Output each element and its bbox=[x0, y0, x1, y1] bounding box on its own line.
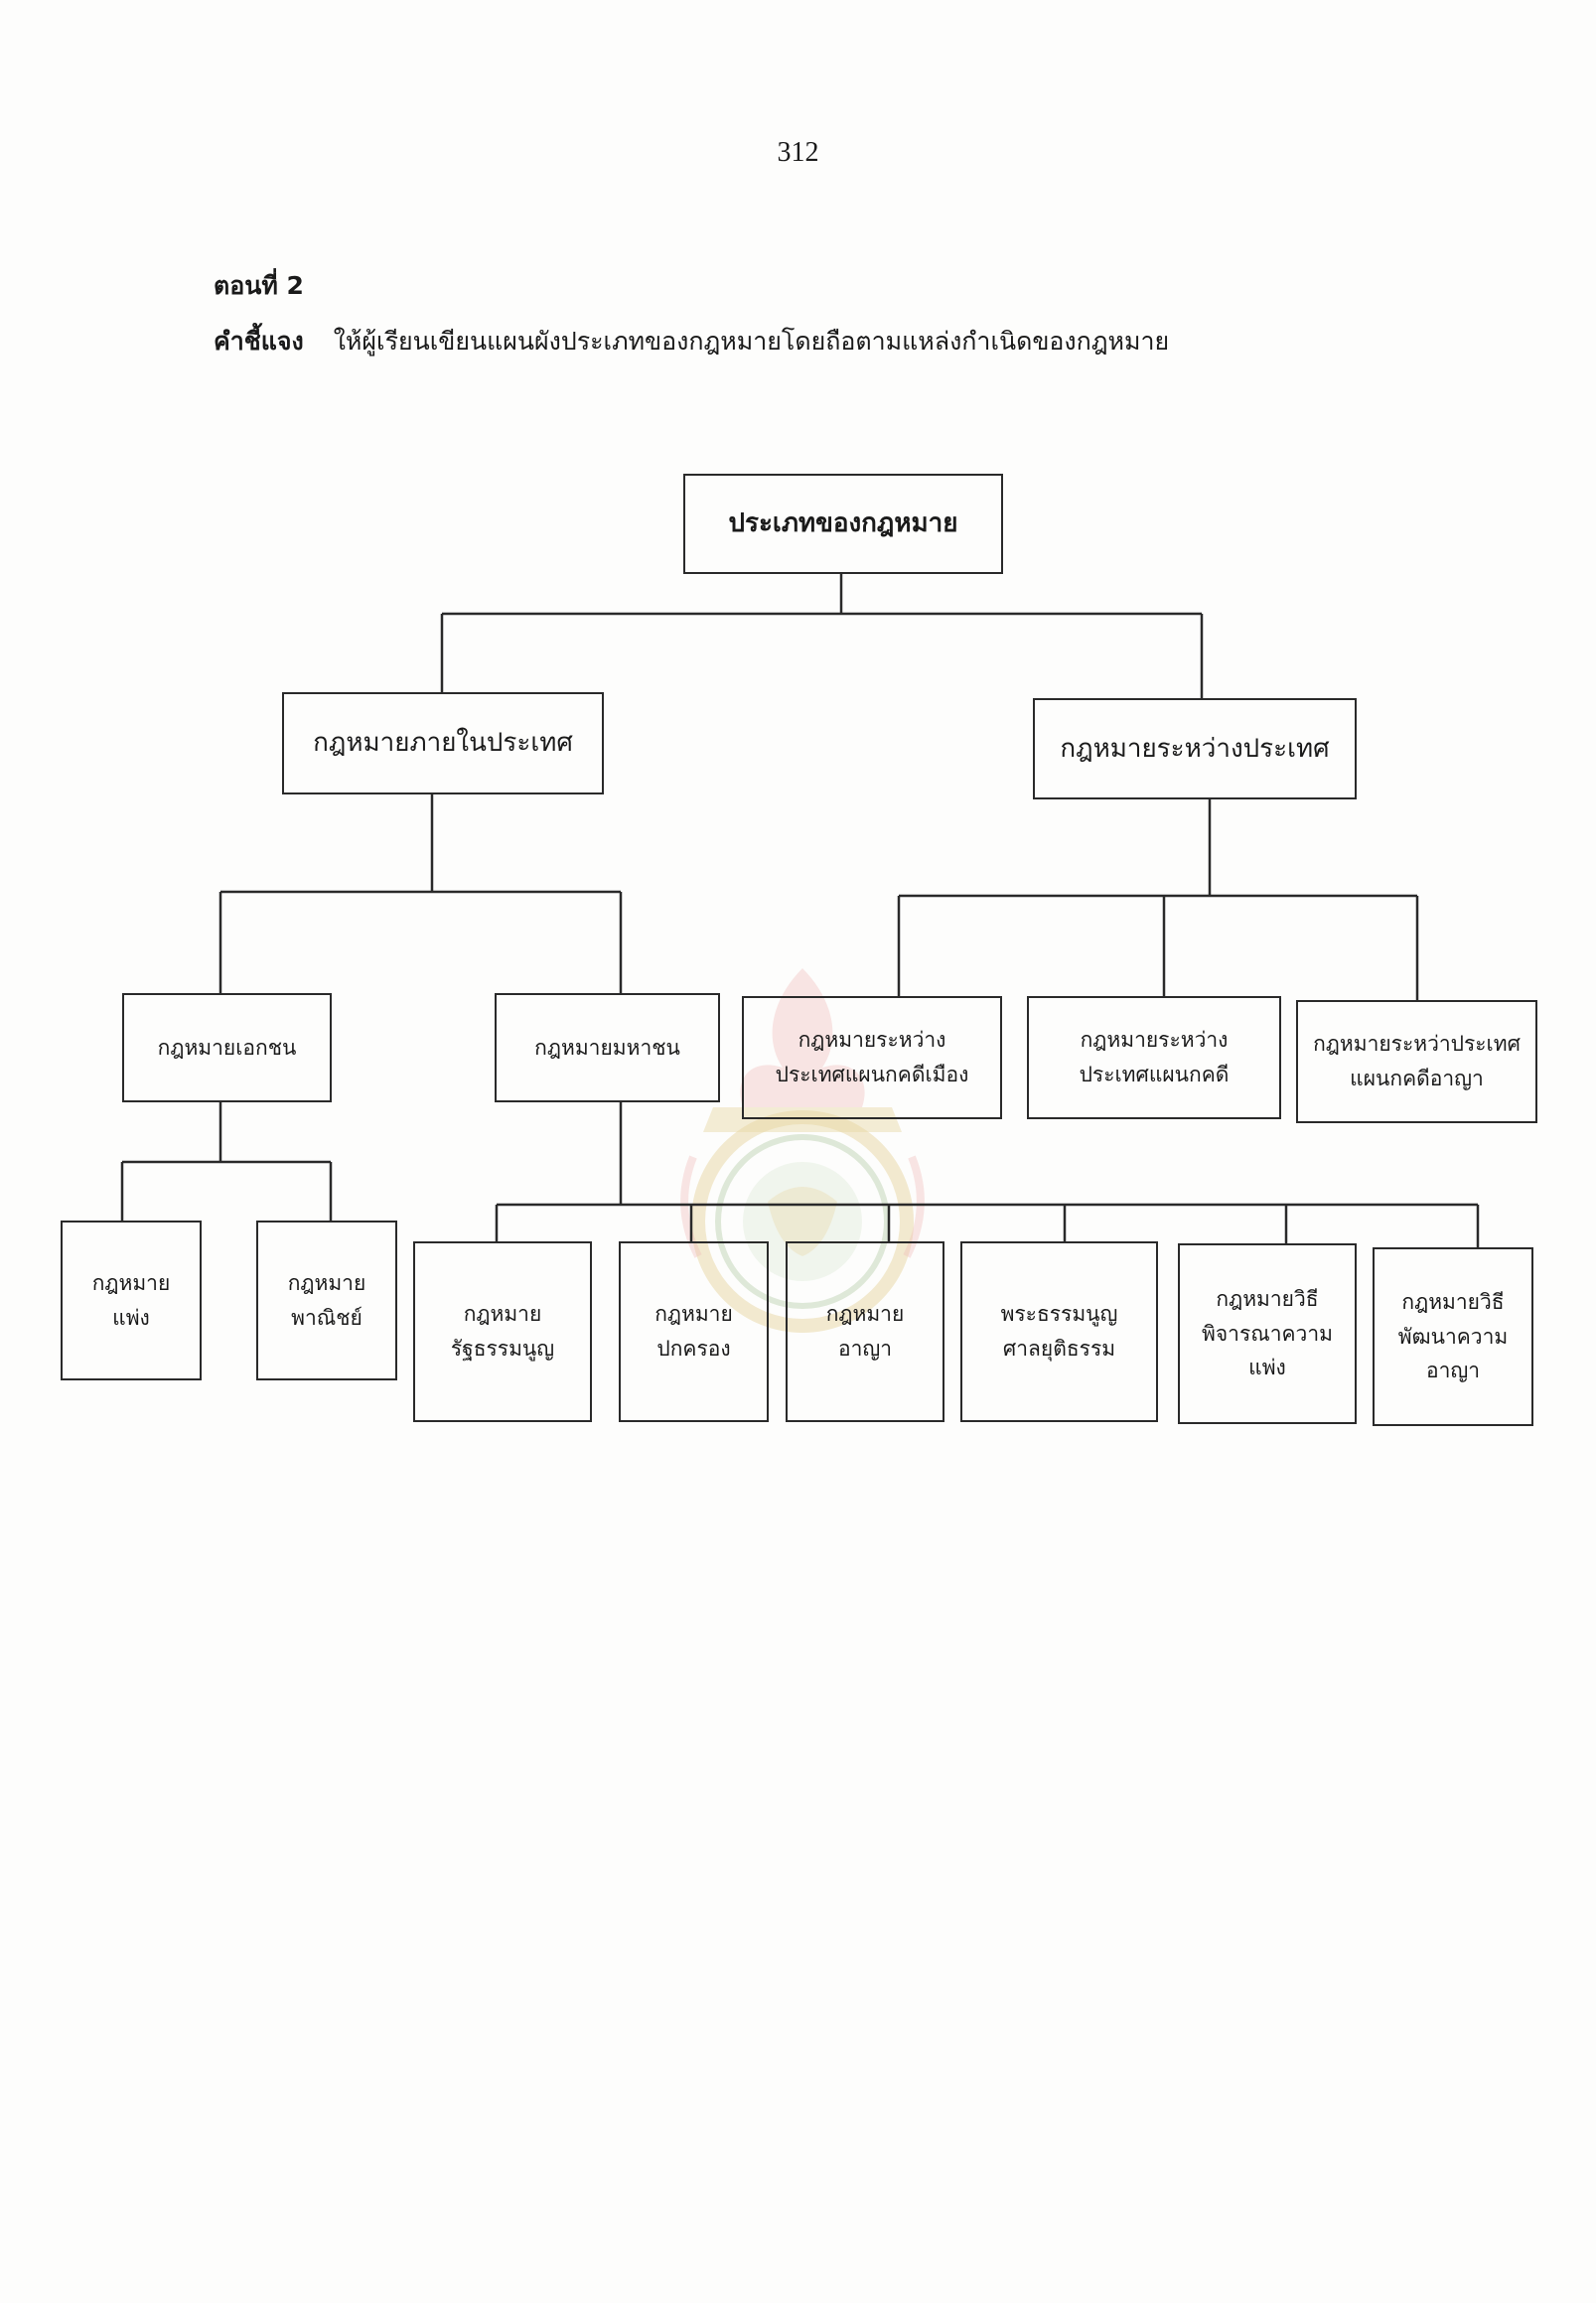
box-label-line: แพ่ง bbox=[112, 1305, 150, 1330]
private-law-box: กฎหมายเอกชน bbox=[122, 993, 332, 1102]
public-international-law-box: กฎหมายระหว่างประเทศแผนกคดีเมือง bbox=[742, 996, 1002, 1119]
page-number: 312 bbox=[777, 137, 819, 168]
box-label-line: แพ่ง bbox=[1248, 1356, 1286, 1380]
box-label-line: ปกครอง bbox=[656, 1337, 731, 1361]
box-label-line: ประเทศแผนกคดีเมือง bbox=[775, 1063, 969, 1086]
instruction-label: คำชี้แจง bbox=[214, 327, 304, 356]
law-types-root-box: ประเภทของกฎหมาย bbox=[683, 474, 1003, 574]
criminal-law-box: กฎหมายอาญา bbox=[786, 1241, 944, 1422]
box-label-line: แผนกคดีอาญา bbox=[1350, 1067, 1484, 1090]
box-label-line: รัฐธรรมนูญ bbox=[450, 1337, 555, 1361]
box-label-line: กฎหมายวิธี bbox=[1401, 1290, 1505, 1315]
box-label-line: กฎหมายระหว่าง bbox=[798, 1028, 946, 1053]
box-label-line: พัฒนาความ bbox=[1397, 1324, 1509, 1349]
box-label-line: พระธรรมนูญ bbox=[1000, 1302, 1118, 1327]
civil-procedure-law-box: กฎหมายวิธีพิจารณาความแพ่ง bbox=[1178, 1243, 1357, 1424]
criminal-procedure-law-box: กฎหมายวิธีพัฒนาความอาญา bbox=[1373, 1247, 1533, 1426]
criminal-international-law-box: กฎหมายระหว่าประเทศแผนกคดีอาญา bbox=[1296, 1000, 1537, 1123]
box-label-line: กฎหมายระหว่างประเทศ bbox=[1060, 733, 1330, 764]
box-label-line: พิจารณาความ bbox=[1202, 1321, 1333, 1346]
court-organization-law-box: พระธรรมนูญศาลยุติธรรม bbox=[960, 1241, 1158, 1422]
box-label-line: กฎหมาย bbox=[654, 1302, 733, 1327]
box-label-line: กฎหมายวิธี bbox=[1216, 1287, 1319, 1312]
public-law-box: กฎหมายมหาชน bbox=[495, 993, 720, 1102]
box-label-line: กฎหมาย bbox=[463, 1302, 542, 1327]
box-label-line: กฎหมายมหาชน bbox=[534, 1035, 680, 1060]
box-label-line: กฎหมาย bbox=[825, 1302, 905, 1327]
constitutional-law-box: กฎหมายรัฐธรรมนูญ bbox=[413, 1241, 592, 1422]
commercial-law-box: กฎหมายพาณิชย์ bbox=[256, 1221, 397, 1380]
administrative-law-box: กฎหมายปกครอง bbox=[619, 1241, 769, 1422]
international-law-box: กฎหมายระหว่างประเทศ bbox=[1033, 698, 1357, 799]
box-label-line: พาณิชย์ bbox=[291, 1305, 363, 1330]
box-label-line: กฎหมายภายในประเทศ bbox=[313, 728, 573, 759]
domestic-law-box: กฎหมายภายในประเทศ bbox=[282, 692, 604, 794]
box-label-line: กฎหมายเอกชน bbox=[157, 1035, 297, 1060]
instruction: คำชี้แจง ให้ผู้เรียนเขียนแผนผังประเภทของก… bbox=[214, 322, 1169, 361]
section-heading: ตอนที่ 2 bbox=[214, 271, 304, 300]
box-label-line: กฎหมาย bbox=[287, 1270, 366, 1295]
box-label-line: อาญา bbox=[1425, 1359, 1481, 1383]
box-label-line: กฎหมายระหว่าง bbox=[1080, 1028, 1229, 1053]
instruction-text: ให้ผู้เรียนเขียนแผนผังประเภทของกฎหมายโดย… bbox=[333, 327, 1170, 356]
box-label-line: อาญา bbox=[837, 1337, 893, 1361]
box-label-line: ศาลยุติธรรม bbox=[1002, 1337, 1116, 1361]
box-label-line: กฎหมาย bbox=[91, 1270, 171, 1295]
civil-law-box: กฎหมายแพ่ง bbox=[61, 1221, 202, 1380]
private-international-law-box: กฎหมายระหว่างประเทศแผนกคดี bbox=[1027, 996, 1281, 1119]
box-label-line: ประเทศแผนกคดี bbox=[1079, 1063, 1230, 1086]
box-label-line: กฎหมายระหว่าประเทศ bbox=[1313, 1032, 1521, 1057]
box-label-line: ประเภทของกฎหมาย bbox=[728, 508, 958, 539]
